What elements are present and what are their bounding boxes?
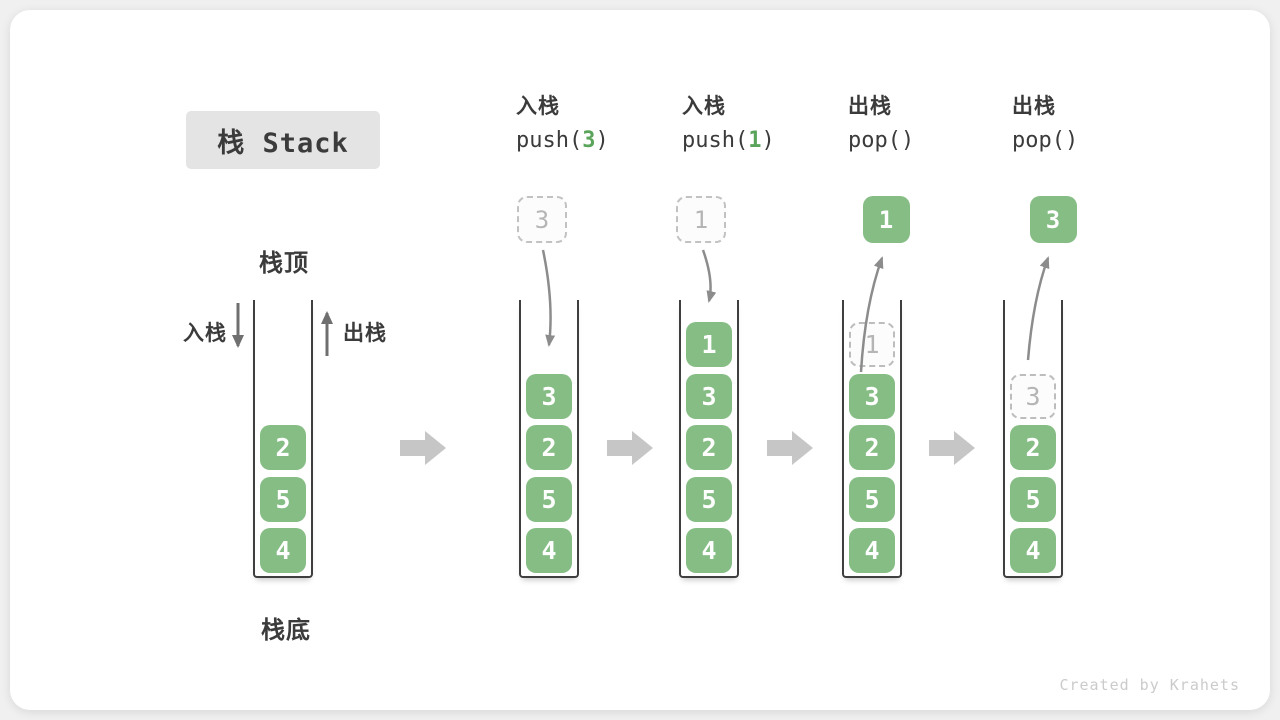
- stack-block: 5: [1010, 476, 1056, 522]
- operation-name: 出栈: [848, 95, 892, 118]
- stack-block: 5: [526, 476, 572, 522]
- stack-block: 3: [686, 373, 732, 419]
- stack-block: 4: [260, 528, 306, 573]
- stack-block-ghost: 3: [1010, 373, 1056, 419]
- stack-block: 1: [686, 322, 732, 367]
- operation-name: 入栈: [682, 95, 726, 118]
- step-arrows: [400, 431, 975, 465]
- operation-label-1: 入栈 push(3): [516, 96, 609, 152]
- stack-block-ghost: 1: [849, 322, 895, 367]
- operation-label-4: 出栈 pop(): [1012, 96, 1078, 152]
- step-arrow-icon: [607, 431, 653, 465]
- stack-block: 2: [849, 425, 895, 470]
- floating-value-solid: 1: [862, 196, 910, 243]
- stack-block: 4: [1010, 528, 1056, 573]
- operation-code: push(1): [682, 128, 775, 153]
- pop-direction-label: 出栈: [343, 322, 387, 345]
- operation-name: 入栈: [516, 95, 560, 118]
- operation-code: pop(): [1012, 128, 1079, 153]
- step-arrow-icon: [400, 431, 446, 465]
- pop-3-arrow: [1026, 256, 1050, 361]
- push-direction-label: 入栈: [183, 322, 227, 345]
- stack-block: 4: [686, 528, 732, 573]
- floating-value-solid: 3: [1029, 196, 1077, 243]
- operation-code: pop(): [848, 128, 915, 153]
- stack-block: 2: [686, 425, 732, 470]
- operation-name: 出栈: [1012, 95, 1056, 118]
- stack-block: 4: [526, 528, 572, 573]
- stack-block: 3: [526, 373, 572, 419]
- push-3-arrow: [541, 249, 556, 347]
- floating-value-dashed: 1: [676, 196, 726, 243]
- stack-block: 2: [260, 425, 306, 470]
- stack-block: 5: [260, 476, 306, 522]
- stack-bottom-label: 栈底: [261, 617, 311, 644]
- operation-label-2: 入栈 push(1): [682, 96, 775, 152]
- operation-label-3: 出栈 pop(): [848, 96, 914, 152]
- diagram-title: 栈 Stack: [186, 111, 380, 169]
- stack-block: 3: [849, 373, 895, 419]
- pop-1-arrow: [859, 256, 884, 373]
- watermark: Created by Krahets: [1059, 676, 1240, 694]
- push-1-arrow: [701, 249, 717, 303]
- stack-block: 2: [526, 425, 572, 470]
- stack-block: 4: [849, 528, 895, 573]
- floating-value-dashed: 3: [517, 196, 567, 243]
- stack-block: 2: [1010, 425, 1056, 470]
- stack-top-label: 栈顶: [259, 250, 309, 277]
- stack-block: 5: [686, 476, 732, 522]
- step-arrow-icon: [929, 431, 975, 465]
- operation-code: push(3): [516, 128, 609, 153]
- stack-block: 5: [849, 476, 895, 522]
- step-arrow-icon: [767, 431, 813, 465]
